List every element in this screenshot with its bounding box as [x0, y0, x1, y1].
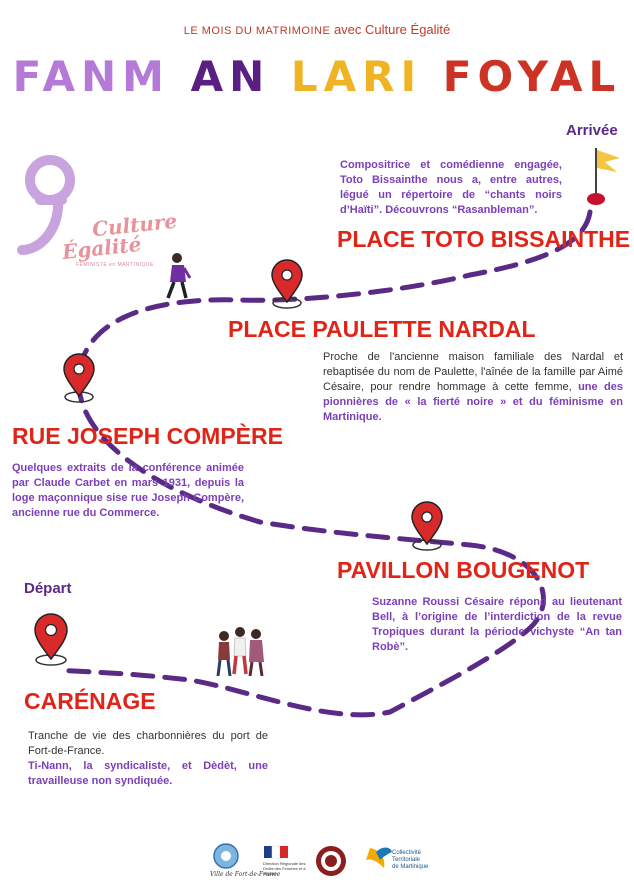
paulette-place-name: PLACE PAULETTE NARDAL: [228, 316, 536, 342]
republique-francaise-logo-icon: [264, 845, 288, 859]
toto-place-name: PLACE TOTO BISSAINTHE: [337, 226, 631, 252]
pin-bougenot-icon: [411, 501, 443, 551]
ctm-line-1: Collectivité: [392, 850, 422, 856]
carenage-desc-highlight: Ti-Nann, la syndicaliste, et Dèdèt, une …: [28, 760, 268, 787]
footer-signature: Ville de Fort-de-France: [210, 871, 281, 878]
paulette-desc-highlight: une des pionnières de « la fierté noire …: [323, 381, 623, 423]
ctm-line-3: de Martinique: [392, 864, 429, 870]
title-word-3: LARI: [290, 52, 423, 101]
logo-subtitle: FÉMINISTE en MARTINIQUE: [76, 262, 154, 268]
ctm-bird-logo-icon: [366, 847, 392, 868]
seal-logo-icon: [316, 846, 346, 876]
arrival-flag-icon: [587, 148, 620, 205]
women-group-icon: [216, 627, 264, 677]
carenage-desc-plain: Tranche de vie des charbonnières du port…: [28, 730, 268, 757]
fort-de-france-logo-icon: [213, 843, 239, 869]
pin-paulette-icon: [271, 259, 303, 309]
page-title: FANM AN LARI FOYAL: [0, 52, 634, 102]
culture-egalite-logo-icon: [17, 155, 75, 255]
header-subtitle: LE MOIS DU MATRIMOINE avec Culture Égali…: [0, 22, 634, 37]
header-matrimoine: LE MOIS DU MATRIMOINE: [183, 25, 331, 37]
carenage-description: Tranche de vie des charbonnières du port…: [28, 729, 268, 789]
joseph-place-name: RUE JOSEPH COMPÈRE: [12, 423, 283, 449]
footer-ministry: Direction Régionale des Droits des Femme…: [263, 861, 306, 876]
ctm-line-2: Territoriale: [392, 857, 421, 863]
paulette-desc-plain: Proche de l'ancienne maison familiale de…: [323, 351, 623, 393]
joseph-description: Quelques extraits de la conférence animé…: [12, 462, 244, 519]
carenage-place-name: CARÉNAGE: [24, 688, 156, 714]
route-path: [57, 209, 593, 718]
bougenot-place-name: PAVILLON BOUGENOT: [337, 557, 590, 583]
header-culture-egalite: avec Culture Égalité: [333, 22, 451, 37]
title-word-1: FANM: [12, 52, 170, 101]
title-word-4: FOYAL: [442, 52, 622, 101]
pin-carenage-icon: [34, 613, 68, 666]
toto-description: Compositrice et comédienne engagée, Toto…: [340, 159, 562, 216]
departure-label: Départ: [24, 580, 72, 597]
arrival-label: Arrivée: [566, 122, 618, 139]
bougenot-description: Suzanne Roussi Césaire répond au lieuten…: [372, 596, 622, 653]
walking-person-icon: [166, 253, 192, 299]
title-word-2: AN: [190, 52, 271, 101]
pin-joseph-icon: [63, 353, 95, 403]
footer-ctm: Collectivité Territoriale de Martinique: [392, 850, 428, 871]
paulette-description: Proche de l'ancienne maison familiale de…: [323, 350, 623, 425]
